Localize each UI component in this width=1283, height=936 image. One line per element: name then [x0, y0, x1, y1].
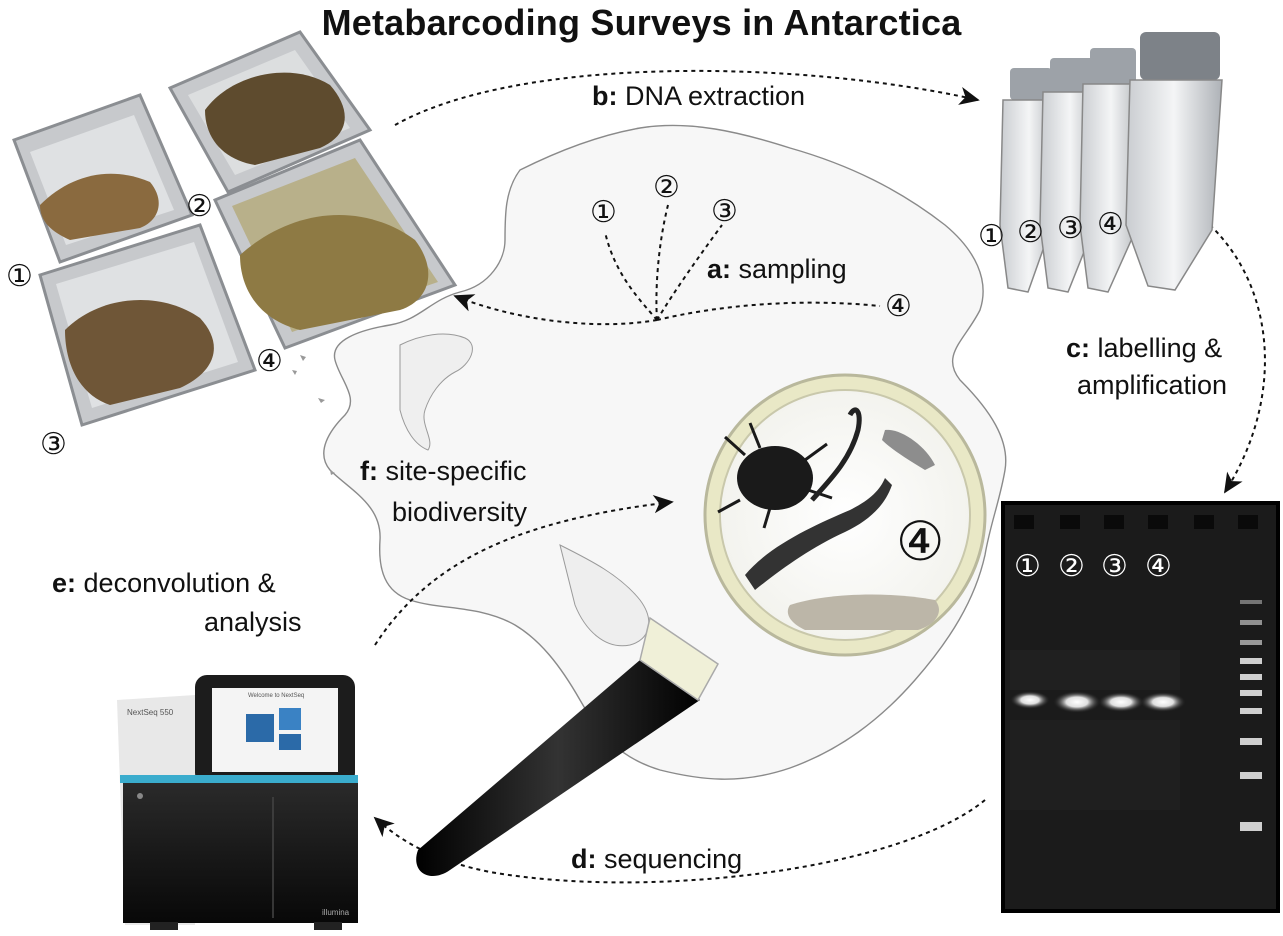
step-f-text-line1: site-specific: [385, 456, 527, 486]
step-d-letter: d:: [571, 844, 597, 874]
extraction-tubes-photo: [999, 32, 1223, 293]
gel-lane-3: ③: [1101, 549, 1128, 584]
gel-lane-2: ②: [1058, 549, 1085, 584]
sequencer-brand: illumina: [322, 908, 350, 917]
gel-ladder: [1240, 600, 1262, 831]
map-site-2: ②: [653, 170, 680, 205]
tray-site-4: ④: [256, 344, 283, 379]
tray-site-2: ②: [186, 189, 213, 224]
step-c-text-line2: amplification: [1077, 370, 1228, 400]
tube-site-1: ①: [978, 219, 1005, 254]
gel-lane-4: ④: [1145, 549, 1172, 584]
tray-site-1: ①: [6, 259, 33, 294]
tray-site-3: ③: [40, 427, 67, 462]
gel-image: [1001, 501, 1280, 913]
soil-tray-4: [212, 138, 458, 350]
step-e-label-line1: e: deconvolution &: [52, 566, 276, 600]
sampling-lines: [453, 204, 881, 326]
tube-4: [1125, 32, 1223, 291]
step-a-label: a: sampling: [707, 252, 847, 286]
step-b-letter: b:: [592, 81, 618, 111]
step-f-letter: f:: [360, 456, 378, 486]
sequencer-machine: [117, 675, 358, 930]
step-f-text-line2: biodiversity: [392, 497, 528, 527]
step-e-text-line2: analysis: [204, 607, 302, 637]
step-c-label-line1: c: labelling &: [1066, 331, 1222, 365]
step-c-letter: c:: [1066, 333, 1091, 363]
soil-trays-photo: [12, 30, 458, 427]
map-site-1: ①: [590, 195, 617, 230]
step-d-text: sequencing: [604, 844, 743, 874]
step-e-letter: e:: [52, 568, 77, 598]
organisms: [717, 407, 939, 630]
sequencer-model: NextSeq 550: [127, 708, 174, 717]
sequencer-screen-heading: Welcome to NextSeq: [248, 693, 305, 699]
tube-site-3: ③: [1057, 211, 1084, 246]
map-site-3: ③: [711, 194, 738, 229]
process-arrows: [373, 69, 1266, 884]
step-a-letter: a:: [707, 254, 732, 284]
soil-tray-3: [38, 223, 257, 427]
soil-tray-2: [167, 30, 373, 194]
gel-bands: [1010, 650, 1186, 810]
tube-site-4: ④: [1097, 207, 1124, 242]
magnifier-site-number: ④: [896, 510, 945, 573]
map-site-4: ④: [885, 289, 912, 324]
gel-lane-1: ①: [1014, 549, 1041, 584]
tube-site-2: ②: [1017, 215, 1044, 250]
step-f-label-line1: f: site-specific: [360, 454, 527, 488]
soil-tray-1: [12, 93, 195, 264]
sequencer-screen: [212, 688, 338, 772]
step-c-text-line1: labelling &: [1097, 333, 1223, 363]
figure-title: Metabarcoding Surveys in Antarctica: [321, 2, 962, 43]
step-a-text: sampling: [738, 254, 847, 284]
step-d-label: d: sequencing: [571, 842, 742, 876]
step-b-label: b: DNA extraction: [592, 79, 805, 113]
magnifying-glass: [416, 373, 987, 877]
step-e-text-line1: deconvolution &: [83, 568, 276, 598]
step-b-text: DNA extraction: [625, 81, 806, 111]
